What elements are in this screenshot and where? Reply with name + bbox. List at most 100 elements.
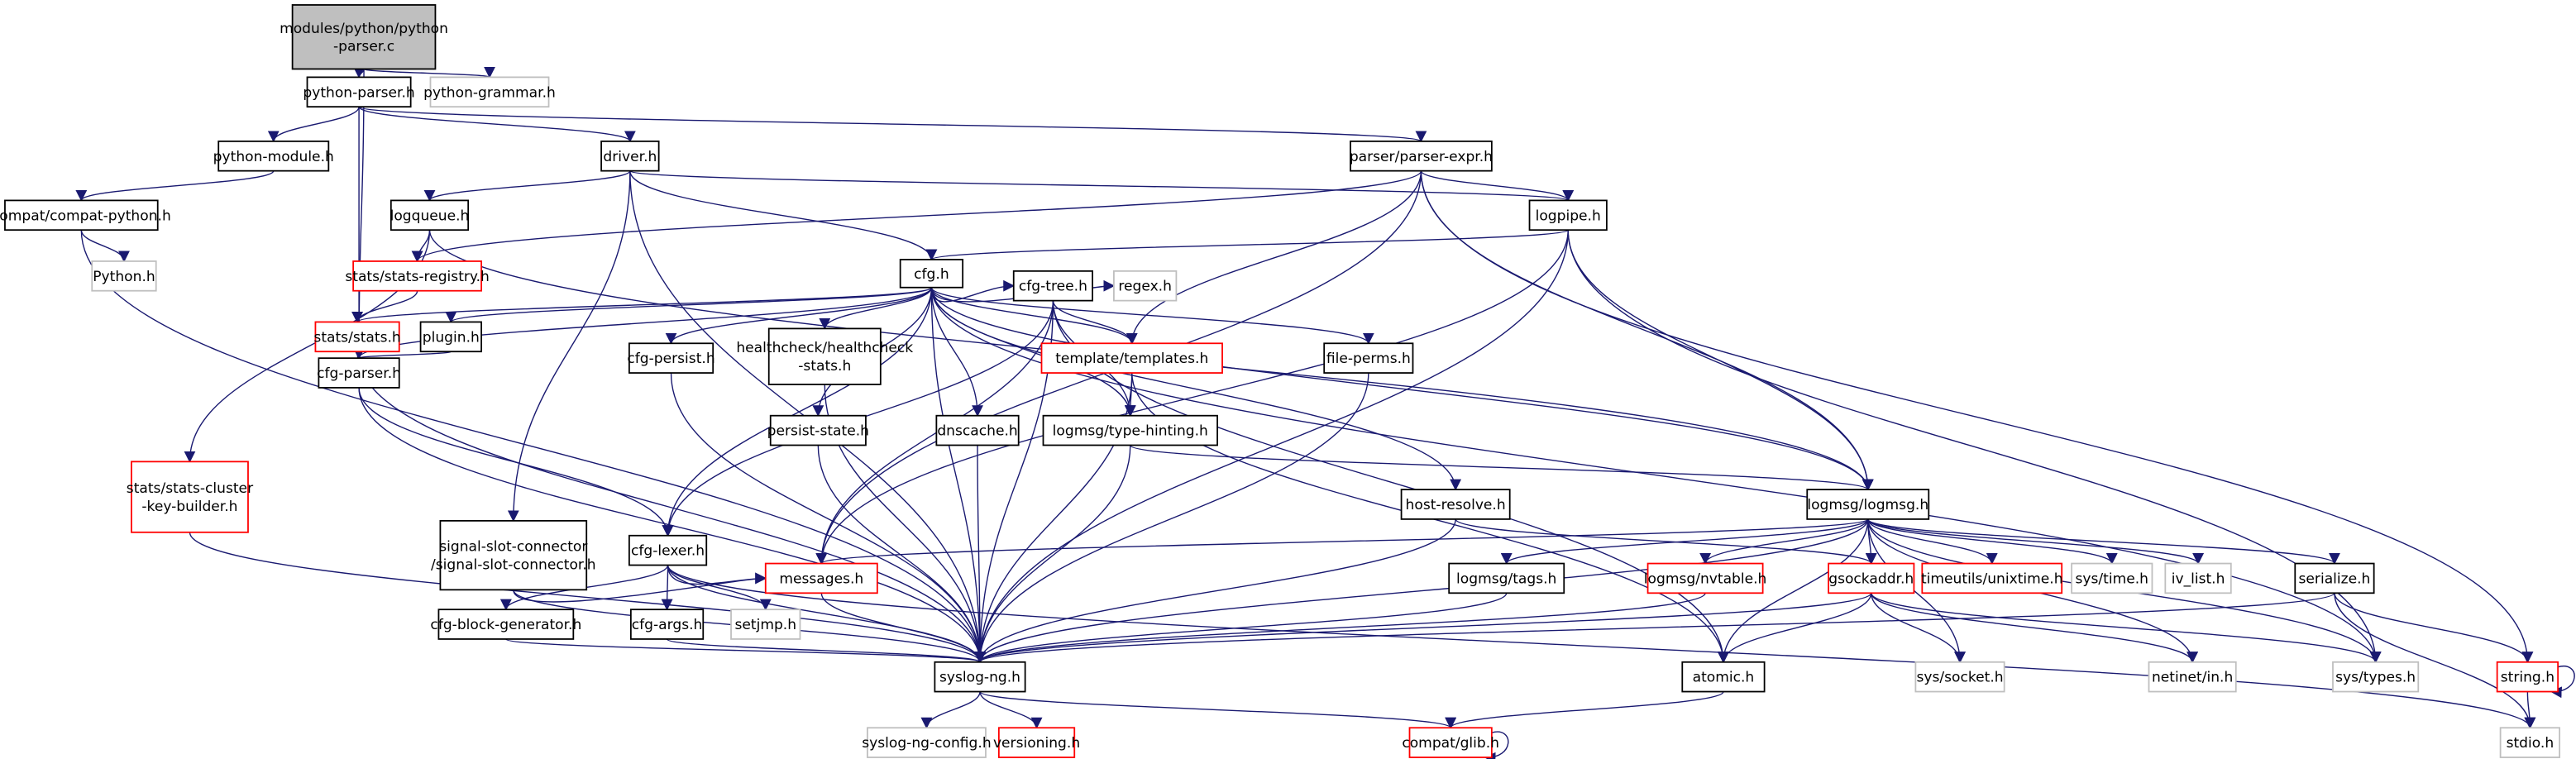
node-label: cfg.h	[914, 266, 949, 283]
node-cfg-tree-h[interactable]: cfg-tree.h	[1012, 270, 1093, 302]
node-tags-h[interactable]: logmsg/tags.h	[1448, 562, 1565, 594]
edge-python-parser-h-to-parser-expr-h	[358, 106, 1427, 143]
node-box	[1921, 562, 2063, 594]
edge-persist-state-h-to-syslog-ng-h	[817, 445, 986, 664]
edge-gsockaddr-h-to-syslog-ng-h	[974, 592, 1872, 664]
node-messages-h[interactable]: messages.h	[764, 562, 878, 594]
node-box	[1806, 489, 1930, 520]
edge-cfg-h-to-file-perms-h	[930, 287, 1374, 345]
node-box	[764, 562, 878, 594]
node-atomic-h[interactable]: atomic.h	[1681, 661, 1766, 693]
edge-logmsg-h-to-sys-time-h	[1867, 518, 2118, 565]
node-python-parser-h[interactable]: python-parser.h	[303, 76, 415, 108]
node-box	[629, 609, 705, 640]
node-python-module-h[interactable]: python-module.h	[213, 140, 334, 172]
node-regex-h[interactable]: regex.h	[1113, 270, 1178, 302]
node-label: python-grammar.h	[423, 84, 556, 101]
node-persist-state-h[interactable]: persist-state.h	[767, 414, 869, 446]
node-host-resolve-h[interactable]: host-resolve.h	[1400, 489, 1511, 520]
node-box	[600, 140, 660, 172]
edge-compat-python-h-to-syslog-ng-h	[80, 230, 986, 664]
node-syslog-ng-config-h[interactable]: syslog-ng-config.h	[862, 727, 992, 758]
node-root[interactable]: modules/python/python-parser.c	[280, 4, 448, 70]
edges-layer	[75, 66, 2575, 759]
node-stdio-h[interactable]: stdio.h	[2499, 727, 2561, 758]
node-sys-time-h[interactable]: sys/time.h	[2071, 562, 2153, 594]
node-cfg-h[interactable]: cfg.h	[899, 259, 964, 289]
node-iv-list-h[interactable]: iv_list.h	[2164, 562, 2232, 594]
node-logmsg-h[interactable]: logmsg/logmsg.h	[1806, 489, 1930, 520]
node-healthcheck-stats-h[interactable]: healthcheck/healthcheck-stats.h	[736, 327, 913, 385]
node-cfg-lexer-h[interactable]: cfg-lexer.h	[628, 534, 708, 566]
node-cfg-parser-h[interactable]: cfg-parser.h	[317, 357, 401, 389]
edge-gsockaddr-h-to-sys-socket-h	[1871, 593, 1966, 664]
node-box	[2332, 661, 2420, 693]
node-stats-cluster-key-builder-h[interactable]: stats/stats-cluster-key-builder.h	[127, 461, 254, 533]
node-logqueue-h[interactable]: logqueue.h	[390, 199, 470, 232]
edge-dnscache-h-to-syslog-ng-h	[974, 445, 986, 664]
node-cfg-block-generator-h[interactable]: cfg-block-generator.h	[430, 609, 581, 640]
node-compat-python-h[interactable]: compat/compat-python.h	[0, 199, 171, 232]
node-sys-types-h[interactable]: sys/types.h	[2332, 661, 2420, 693]
node-parser-expr-h[interactable]: parser/parser-expr.h	[1350, 140, 1493, 172]
node-dnscache-h[interactable]: dnscache.h	[935, 414, 1020, 446]
edge-cfg-lexer-h-to-setjmp-h	[667, 565, 772, 611]
node-stats-h[interactable]: stats/stats.h	[313, 321, 401, 353]
node-logpipe-h[interactable]: logpipe.h	[1528, 199, 1608, 232]
node-sys-socket-h[interactable]: sys/socket.h	[1914, 661, 2005, 693]
node-label: logmsg/type-hinting.h	[1053, 423, 1208, 440]
node-box	[1528, 199, 1608, 232]
node-label: compat/compat-python.h	[0, 208, 171, 224]
edge-parser-expr-h-to-logmsg-h	[1420, 170, 1874, 491]
node-label: logmsg/logmsg.h	[1807, 497, 1928, 513]
edge-cfg-h-to-regex-h	[930, 279, 1116, 303]
node-python-grammar-h[interactable]: python-grammar.h	[423, 76, 556, 108]
node-label: versioning.h	[993, 735, 1080, 752]
node-serialize-h[interactable]: serialize.h	[2294, 562, 2375, 594]
node-nvtable-h[interactable]: logmsg/nvtable.h	[1644, 562, 1767, 594]
node-netinet-in-h[interactable]: netinet/in.h	[2148, 661, 2237, 693]
node-cfg-persist-h[interactable]: cfg-persist.h	[627, 342, 715, 374]
node-label: cfg-tree.h	[1019, 279, 1087, 295]
node-label: signal-slot-connector	[439, 539, 588, 556]
node-label: logqueue.h	[390, 208, 470, 224]
node-cfg-args-h[interactable]: cfg-args.h	[629, 609, 705, 640]
edge-cfg-h-to-healthcheck-stats-h	[819, 287, 933, 330]
edge-cfg-persist-h-to-syslog-ng-h	[670, 373, 986, 664]
node-plugin-h[interactable]: plugin.h	[419, 321, 482, 353]
node-versioning-h[interactable]: versioning.h	[993, 727, 1080, 758]
node-driver-h[interactable]: driver.h	[600, 140, 660, 172]
node-label: /signal-slot-connector.h	[431, 557, 596, 574]
node-glib-h[interactable]: compat/glib.h	[1402, 727, 1499, 758]
node-templates-h[interactable]: template/templates.h	[1040, 342, 1223, 374]
edge-stats-h-to-syslog-ng-h	[356, 351, 986, 664]
edge-cfg-h-to-logmsg-h	[930, 287, 1874, 491]
node-setjmp-h[interactable]: setjmp.h	[730, 609, 801, 640]
node-box	[390, 199, 470, 232]
edge-type-hinting-h-to-syslog-ng-h	[974, 445, 1131, 664]
node-box	[1448, 562, 1565, 594]
node-type-hinting-h[interactable]: logmsg/type-hinting.h	[1042, 414, 1218, 446]
node-box	[217, 140, 330, 172]
edge-cfg-h-to-plugin-h	[445, 287, 933, 323]
node-box	[1042, 414, 1218, 446]
node-python-h[interactable]: Python.h	[91, 260, 157, 292]
node-gsockaddr-h[interactable]: gsockaddr.h	[1828, 562, 1915, 594]
node-file-perms-h[interactable]: file-perms.h	[1323, 342, 1414, 374]
node-box	[131, 461, 249, 533]
edge-syslog-ng-h-to-glib-h	[979, 690, 1456, 729]
node-stats-registry-h[interactable]: stats/stats-registry.h	[345, 260, 490, 292]
edge-cfg-block-generator-h-to-syslog-ng-h	[505, 638, 986, 664]
edge-cfg-lexer-h-to-messages-h	[667, 565, 767, 585]
node-box	[1113, 270, 1178, 302]
node-signal-slot-connector-h[interactable]: signal-slot-connector/signal-slot-connec…	[431, 519, 596, 591]
node-label: logmsg/tags.h	[1456, 570, 1556, 587]
node-syslog-ng-h[interactable]: syslog-ng.h	[934, 661, 1026, 693]
node-label: file-perms.h	[1326, 351, 1411, 367]
edge-cfg-args-h-to-syslog-ng-h	[666, 638, 986, 664]
node-box	[1012, 270, 1093, 302]
edge-string-h-to-string-h	[2550, 665, 2575, 699]
nodes-layer: modules/python/python-parser.c python-par…	[0, 4, 2561, 758]
node-string-h[interactable]: string.h	[2496, 661, 2559, 693]
node-unixtime-h[interactable]: timeutils/unixtime.h	[1921, 562, 2063, 594]
